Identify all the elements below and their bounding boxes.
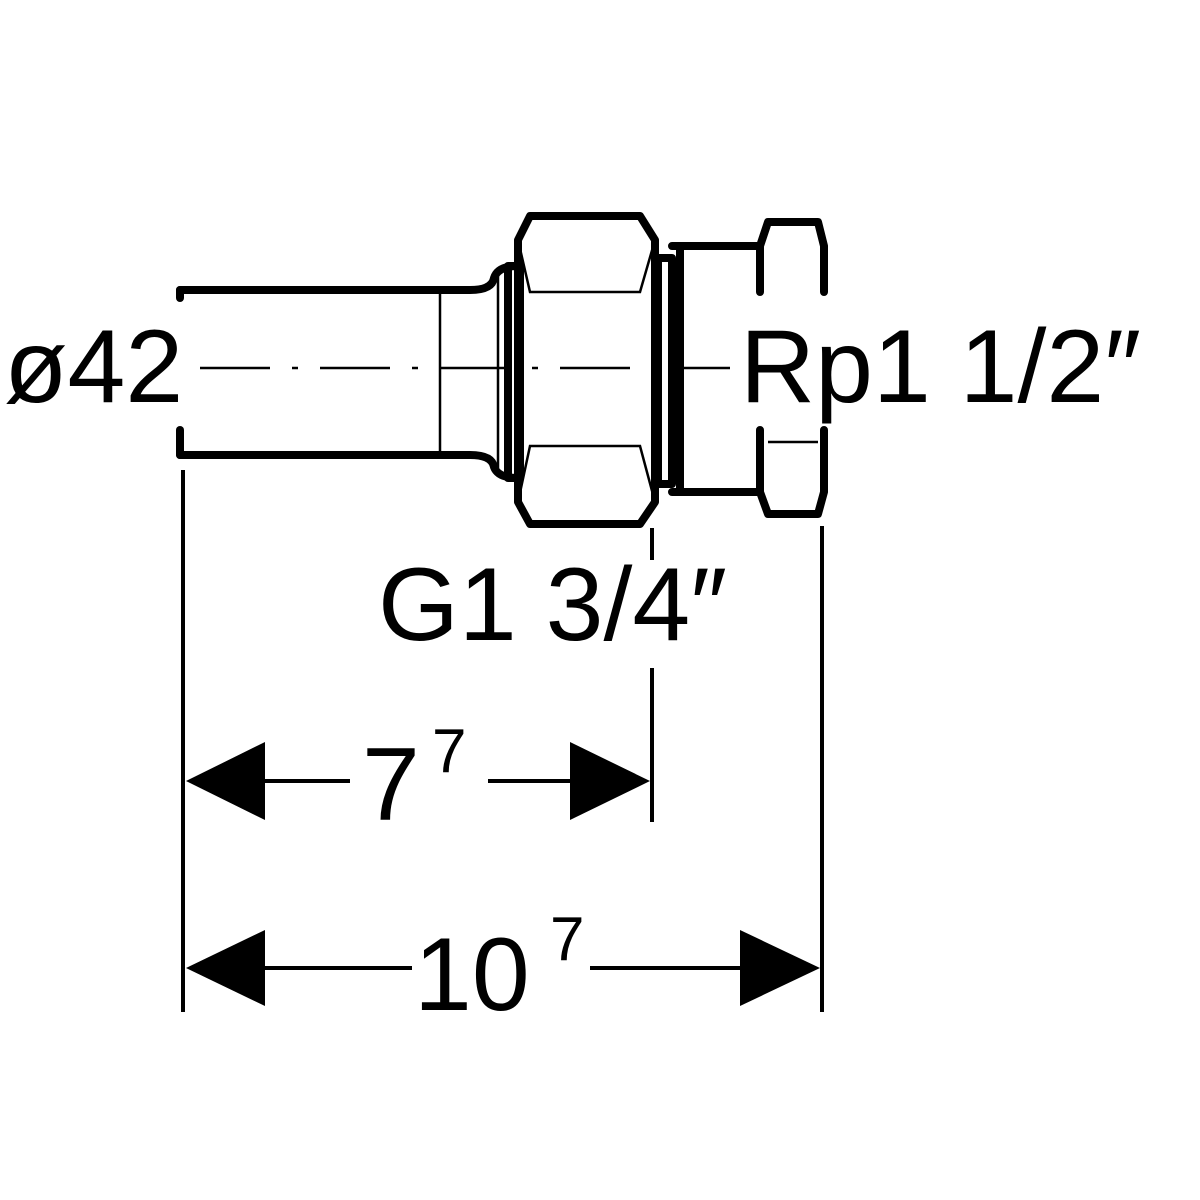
dim-long-superscript: 7 <box>550 905 584 974</box>
body-top-flange <box>756 218 828 296</box>
dimension-long: 10 7 <box>186 905 820 1033</box>
pipe-top-edge <box>176 262 522 294</box>
spacer <box>654 254 676 488</box>
pipe-section <box>176 262 522 482</box>
dim-short-arrow-right <box>570 742 650 820</box>
outer-thread-label: G1 3/4″ <box>378 547 727 663</box>
dim-short-arrow-left <box>186 742 265 820</box>
body-bottom-flange <box>756 426 828 518</box>
hex-nut-lower-facet <box>516 444 657 503</box>
hex-nut-upper-facet <box>516 239 657 294</box>
pipe-bottom-edge <box>176 451 522 482</box>
dim-long-arrow-right <box>740 930 820 1006</box>
diameter-label: ø42 <box>4 309 183 425</box>
hex-nut-outline <box>514 212 659 528</box>
hex-nut <box>514 212 659 528</box>
dimension-short: 7 7 <box>186 717 650 843</box>
spacer-outline <box>654 254 676 488</box>
dim-short-superscript: 7 <box>432 717 466 786</box>
dim-short-value: 7 <box>362 727 420 843</box>
dim-long-arrow-left <box>186 930 265 1006</box>
inner-thread-label: Rp1 1/2″ <box>740 309 1141 425</box>
dim-long-value: 10 <box>414 917 530 1033</box>
